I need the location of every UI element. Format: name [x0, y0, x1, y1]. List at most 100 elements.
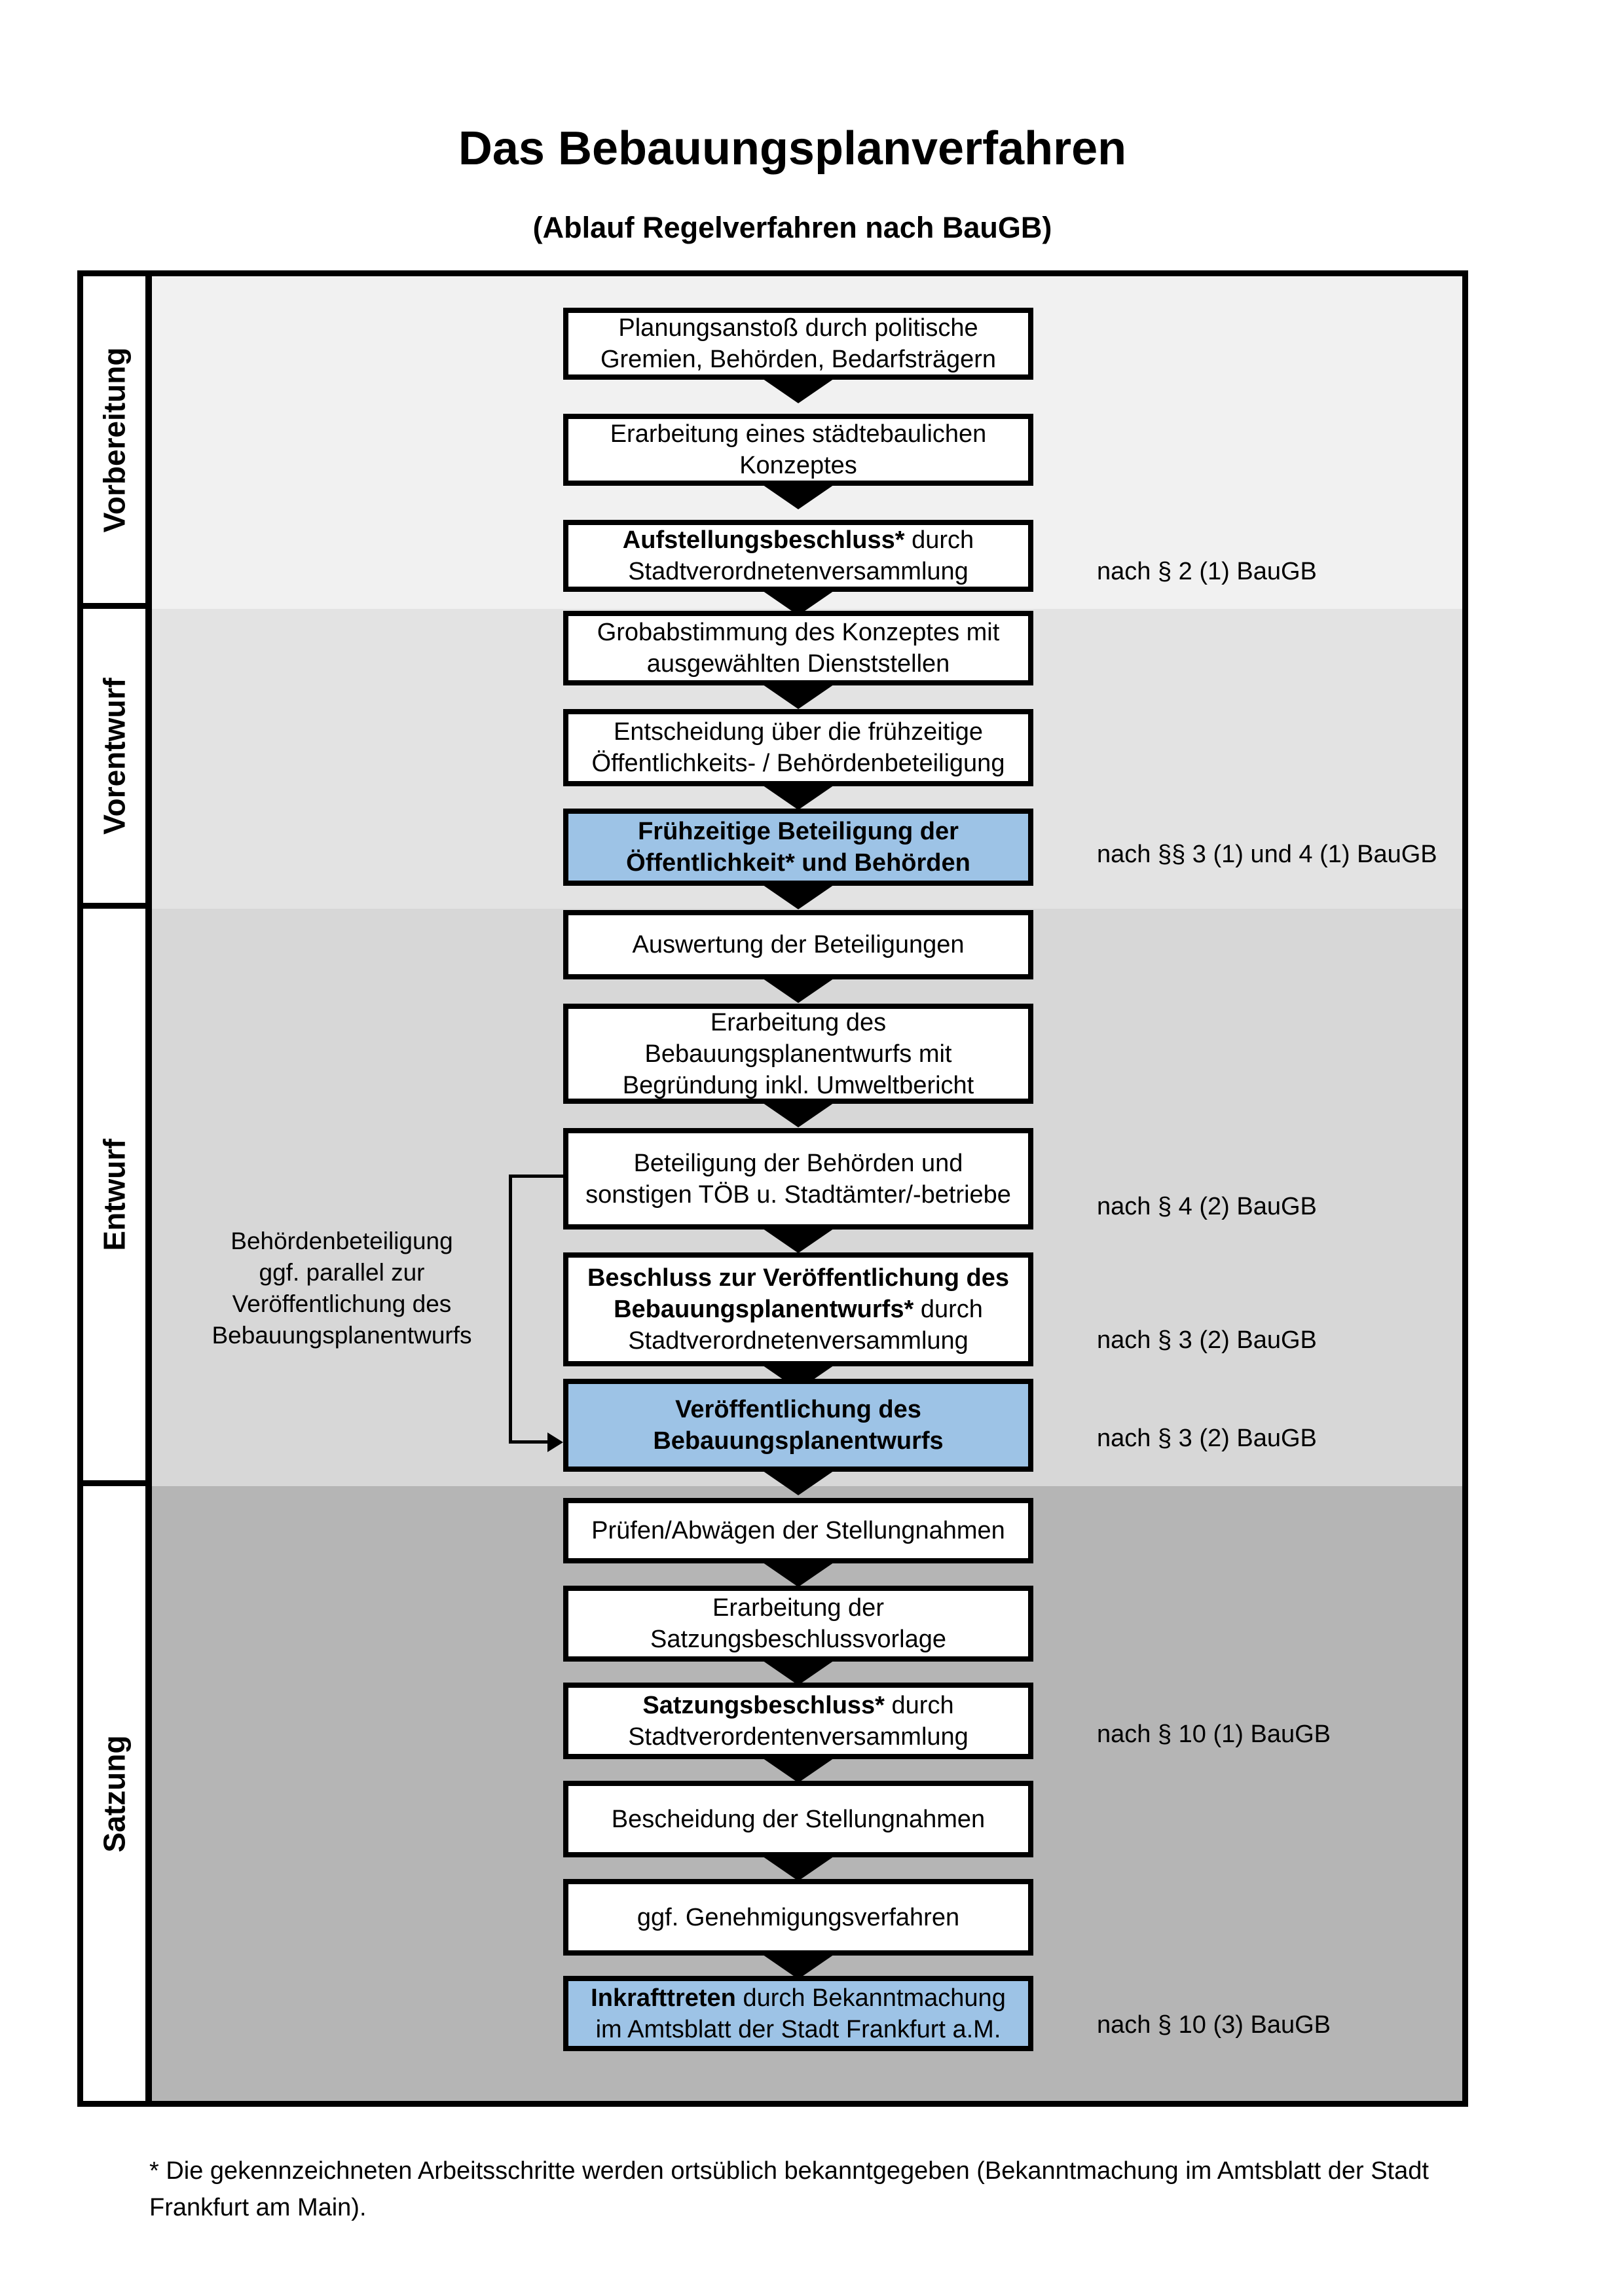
process-step-line: Erarbeitung eines städtebaulichen	[610, 418, 987, 450]
flow-arrow-down-icon	[758, 1755, 838, 1783]
process-step-line: Öffentlichkeit* und Behörden	[626, 847, 970, 879]
flow-arrow-down-icon	[758, 1468, 838, 1495]
side-note-line: Behördenbeteiligung	[231, 1228, 453, 1254]
process-step: ggf. Genehmigungsverfahren	[563, 1879, 1033, 1956]
process-step: Beteiligung der Behörden und sonstigen TÖ…	[563, 1128, 1033, 1230]
process-step-text: durch	[904, 526, 974, 554]
process-step-line: Bescheidung der Stellungnahmen	[612, 1804, 985, 1835]
flow-arrow-down-icon	[758, 682, 838, 709]
phase-label-cell-entwurf: Entwurf	[83, 909, 145, 1486]
process-step-text: Satzungsbeschluss*	[642, 1691, 885, 1719]
flow-arrow-down-icon	[758, 376, 838, 403]
parallel-connector-arrowhead-icon	[547, 1432, 563, 1452]
process-step-text: Beteiligung der Behörden und	[633, 1149, 963, 1177]
parallel-connector-top-segment	[509, 1175, 563, 1178]
process-step-line: Bebauungsplanentwurfs	[653, 1425, 943, 1457]
footnote: * Die gekennzeichneten Arbeitsschritte w…	[149, 2157, 1429, 2221]
flow-arrow-down-icon	[758, 482, 838, 509]
phase-label-satzung: Satzung	[97, 1735, 132, 1852]
process-step-text: Frühzeitige Beteiligung der	[638, 818, 959, 845]
phase-label-cell-vorentwurf: Vorentwurf	[83, 609, 145, 909]
process-step-text: im Amtsblatt der Stadt Frankfurt a.M.	[595, 2015, 1001, 2043]
legal-reference: nach § 2 (1) BauGB	[1097, 558, 1317, 585]
page-title: Das Bebauungsplanverfahren	[458, 122, 1127, 175]
process-step-text: Inkrafttreten	[591, 1984, 736, 2012]
process-step-text: Bebauungsplanentwurfs	[653, 1427, 944, 1455]
process-step-line: Satzungsbeschlussvorlage	[650, 1624, 946, 1655]
process-step-line: Stadtverordentenversammlung	[628, 1721, 969, 1753]
process-step-line: sonstigen TÖB u. Stadtämter/-betriebe	[585, 1179, 1011, 1211]
side-note: Behördenbeteiligung ggf. parallel zur Ve…	[188, 1226, 496, 1351]
flow-arrow-down-icon	[758, 975, 838, 1003]
process-step-line: Beschluss zur Veröffentlichung des	[587, 1262, 1009, 1294]
process-step-text: ausgewählten Dienststellen	[646, 650, 950, 678]
flow-arrow-down-icon	[758, 882, 838, 909]
flow-arrow-down-icon	[758, 1559, 838, 1587]
process-step-text: Satzungsbeschlussvorlage	[650, 1626, 947, 1653]
flow-arrow-down-icon	[758, 1100, 838, 1127]
process-step-text: sonstigen TÖB u. Stadtämter/-betriebe	[585, 1180, 1011, 1209]
process-step-text: Bescheidung der Stellungnahmen	[611, 1805, 986, 1833]
process-step-text: ggf. Genehmigungsverfahren	[637, 1903, 960, 1931]
process-step-line: Aufstellungsbeschluss* durch	[623, 524, 974, 556]
flow-arrow-down-icon	[758, 1658, 838, 1685]
flow-arrow-down-icon	[758, 1226, 838, 1253]
process-step-line: Inkrafttreten durch Bekanntmachung	[591, 1982, 1006, 2014]
process-step-line: Grobabstimmung des Konzeptes mit	[597, 617, 1000, 648]
flow-arrow-down-icon	[758, 1853, 838, 1881]
legal-reference: nach § 10 (1) BauGB	[1097, 1721, 1331, 1748]
process-step-line: Konzeptes	[739, 450, 857, 481]
process-step-line: Stadtverordnetenversammlung	[628, 556, 969, 587]
process-step-text: Grobabstimmung des Konzeptes mit	[597, 619, 1000, 646]
flowchart-frame: Vorbereitung Vorentwurf Entwurf Satzung …	[77, 270, 1468, 2107]
process-step: Bescheidung der Stellungnahmen	[563, 1781, 1033, 1857]
process-step-line: Stadtverordnetenversammlung	[628, 1325, 969, 1357]
phase-label-vorbereitung: Vorbereitung	[97, 347, 132, 532]
process-step-text: Erarbeitung eines städtebaulichen	[610, 420, 987, 448]
process-step-line: Frühzeitige Beteiligung der	[638, 816, 959, 847]
process-step-text: Stadtverordentenversammlung	[628, 1722, 969, 1751]
process-step-text: Konzeptes	[739, 452, 857, 479]
label-column-divider	[145, 276, 152, 2101]
process-step-line: Satzungsbeschluss* durch	[642, 1690, 953, 1721]
legal-reference: nach § 3 (2) BauGB	[1097, 1425, 1317, 1452]
process-step-text: Öffentlichkeits- / Behördenbeteiligung	[591, 750, 1005, 777]
process-step-text: Stadtverordnetenversammlung	[628, 1327, 969, 1355]
legal-reference: nach § 10 (3) BauGB	[1097, 2011, 1331, 2039]
flow-arrow-down-icon	[758, 1952, 838, 1979]
process-step-text: durch	[884, 1691, 954, 1719]
process-step-line: ggf. Genehmigungsverfahren	[637, 1902, 959, 1933]
page-subtitle: (Ablauf Regelverfahren nach BauGB)	[532, 211, 1052, 244]
process-step-line: Bebauungsplanentwurfs mit	[645, 1038, 952, 1070]
process-step-text: Planungsanstoß durch politische	[618, 314, 978, 342]
phase-label-cell-vorbereitung: Vorbereitung	[83, 276, 145, 609]
phase-label-column: Vorbereitung Vorentwurf Entwurf Satzung	[83, 276, 145, 2101]
process-step-line: Entscheidung über die frühzeitige	[614, 716, 983, 748]
process-step-line: Öffentlichkeits- / Behördenbeteiligung	[592, 748, 1005, 779]
process-step-line: Planungsanstoß durch politische	[618, 312, 978, 344]
process-step: Auswertung der Beteiligungen	[563, 910, 1033, 979]
process-step-text: Veröffentlichung des	[675, 1396, 921, 1423]
legal-reference: nach §§ 3 (1) und 4 (1) BauGB	[1097, 841, 1437, 868]
process-step-text: Entscheidung über die frühzeitige	[613, 718, 984, 746]
process-step-line: Gremien, Behörden, Bedarfsträgern	[600, 344, 996, 375]
process-step-text: Aufstellungsbeschluss*	[622, 526, 905, 554]
process-step-text: Erarbeitung der	[712, 1594, 884, 1622]
process-step-text: Bebauungsplanentwurfs mit	[644, 1040, 952, 1068]
process-step-text: Prüfen/Abwägen der Stellungnahmen	[591, 1517, 1005, 1544]
process-step-text: Gremien, Behörden, Bedarfsträgern	[600, 346, 997, 373]
process-step-line: Auswertung der Beteiligungen	[632, 929, 964, 960]
process-step-text: Beschluss zur Veröffentlichung des	[587, 1264, 1010, 1292]
process-step-text: durch	[913, 1296, 983, 1323]
process-step-text: Bebauungsplanentwurfs*	[614, 1296, 914, 1323]
legal-reference: nach § 4 (2) BauGB	[1097, 1193, 1317, 1220]
side-note-line: Veröffentlichung des	[232, 1290, 452, 1317]
parallel-connector-vertical-segment	[509, 1175, 512, 1440]
phase-label-vorentwurf: Vorentwurf	[97, 677, 132, 835]
